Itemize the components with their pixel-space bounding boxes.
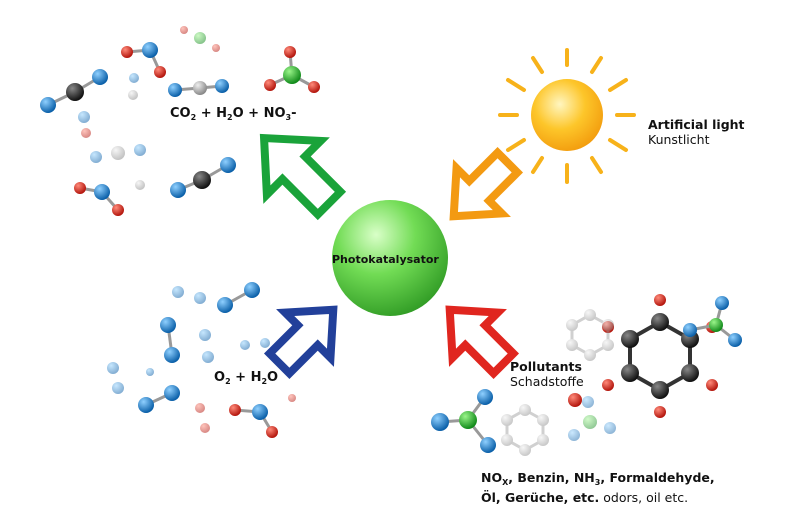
o2-text: O xyxy=(214,370,226,385)
products-formula: CO2 + H2O + NO3- xyxy=(170,106,297,125)
pollutant-list-line1: NOX, Benzin, NH3, Formaldehyde, xyxy=(481,470,715,490)
pollutant-list-en: odors, oil etc. xyxy=(599,490,689,505)
no-text: O + NO xyxy=(232,106,286,121)
formaldehyde-text: , Formaldehyde, xyxy=(600,470,715,485)
no3-subscript: 3 xyxy=(285,113,292,122)
photocatalyst-sphere xyxy=(332,200,448,316)
molecules-top-left xyxy=(40,26,320,216)
orange-light-arrow xyxy=(449,146,524,221)
o2-subscript: 2 xyxy=(225,377,231,386)
molecules-bottom-right xyxy=(431,294,742,456)
minus-text: - xyxy=(291,106,297,121)
nox-subscript: X xyxy=(502,478,509,487)
blue-input-arrow xyxy=(263,305,338,380)
nox-text: NO xyxy=(481,470,503,485)
h2o-subscript: 2 xyxy=(227,113,233,122)
pollutant-list-line2: Öl, Gerüche, etc. odors, oil etc. xyxy=(481,490,715,505)
benzin-nh-text: , Benzin, NH xyxy=(508,470,595,485)
pollutants-label: Pollutants Schadstoffe xyxy=(510,359,584,389)
pollutants-label-en: Pollutants xyxy=(510,359,582,374)
o-text: O xyxy=(267,370,279,385)
inputs-formula: O2 + H2O xyxy=(214,370,278,389)
nh3-subscript: 3 xyxy=(594,478,601,487)
h2o-subscript: 2 xyxy=(261,377,268,386)
pollutants-label-de: Schadstoffe xyxy=(510,374,584,389)
pollutant-list-de: Öl, Gerüche, etc. xyxy=(481,490,600,505)
center-label: Photokatalysator xyxy=(332,253,439,266)
co2-text: CO xyxy=(170,106,191,121)
red-pollutant-arrow xyxy=(445,305,520,380)
light-label-de: Kunstlicht xyxy=(648,132,710,147)
light-label-en: Artificial light xyxy=(648,117,745,132)
pollutant-list: NOX, Benzin, NH3, Formaldehyde, Öl, Gerü… xyxy=(481,470,715,505)
molecules-bottom-left xyxy=(107,282,296,438)
co2-subscript: 2 xyxy=(190,113,197,122)
green-output-arrow xyxy=(259,133,347,221)
h-text: + H xyxy=(196,106,227,121)
sun-icon xyxy=(498,48,636,184)
h-text: + H xyxy=(230,370,262,385)
light-label: Artificial light Kunstlicht xyxy=(648,117,745,147)
